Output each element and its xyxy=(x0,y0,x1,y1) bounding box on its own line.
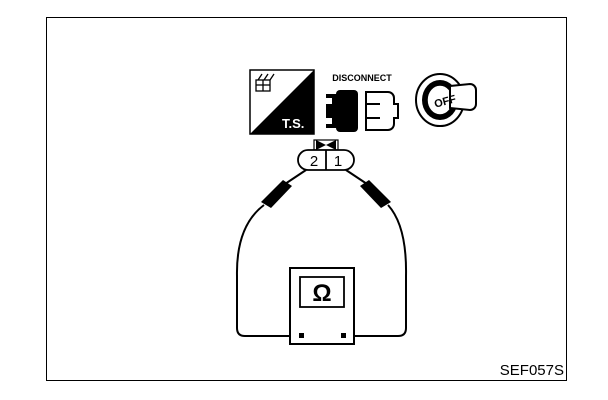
ohmmeter: Ω xyxy=(289,267,355,345)
ts-label: T.S. xyxy=(282,116,304,131)
meter-display xyxy=(299,276,345,308)
disconnect-symbol: DISCONNECT xyxy=(326,73,399,132)
pin-2-label: 2 xyxy=(310,153,318,170)
ignition-off-symbol: OFF xyxy=(415,73,477,127)
left-test-lead xyxy=(235,169,307,337)
disconnect-label: DISCONNECT xyxy=(332,73,392,83)
ignition-label: OFF xyxy=(433,93,458,110)
ts-symbol: T.S. xyxy=(249,69,315,135)
service-box-icon xyxy=(255,73,275,92)
pin-1-label: 1 xyxy=(334,153,342,170)
left-probe xyxy=(261,180,292,208)
harness-connector: 2 1 xyxy=(297,139,355,171)
diagram-frame xyxy=(46,17,567,381)
right-probe xyxy=(360,180,391,208)
connector-plug-icon xyxy=(326,90,358,132)
meter-terminal-left xyxy=(299,333,304,338)
figure-code: SEF057S xyxy=(500,362,564,379)
right-test-lead xyxy=(345,169,408,337)
meter-terminal-right xyxy=(341,333,346,338)
connector-socket-icon xyxy=(365,91,399,131)
key-head-icon xyxy=(449,82,477,112)
ohm-symbol: Ω xyxy=(312,280,331,307)
